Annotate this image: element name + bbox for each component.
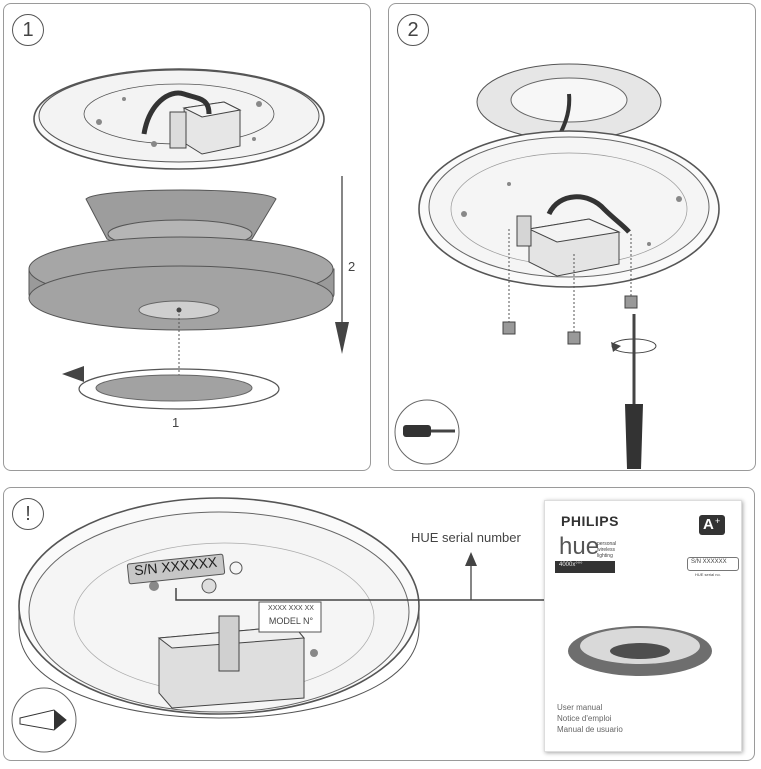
screwdriver [611,314,657,469]
model-sticker-line2: MODEL N° [268,616,314,626]
step-2-panel: 2 [388,3,756,471]
step-number-badge: 2 [397,14,429,46]
model-strip [555,561,615,573]
note-badge: ! [12,498,44,530]
model-sticker-line1: XXXX XXX XX [268,605,314,612]
energy-class: A [703,516,714,533]
step-1-illustration [28,68,349,410]
power-cable [141,90,212,135]
pencil-inset [11,687,77,753]
manual-line-1: User manual [557,703,603,712]
energy-label [699,515,725,535]
junction-box [169,101,242,155]
screws [508,229,632,334]
luminaire-body [28,189,335,331]
manual-line-3: Manual de usuario [557,725,623,734]
step-number-badge: 1 [12,14,44,46]
base-ring-large [18,497,420,719]
rotate-step-label: 1 [172,415,180,430]
junction-box [516,215,621,277]
model-strip-text: 4000x°°° [559,562,583,568]
product-name: hue [559,533,600,560]
manual-line-2: Notice d'emploi [557,714,612,723]
user-manual-cover: PHILIPS hue personal wireless lighting 4… [544,500,742,752]
energy-class-sup: + [715,516,721,526]
serial-box-caption: HUE serial no. [695,572,721,577]
screwdriver-inset [394,399,460,465]
down-arrow [335,176,349,354]
brand-logo-text: PHILIPS [561,513,619,529]
model-sticker [258,601,322,633]
serial-box [687,557,739,571]
note-panel: ! HUE serial number S/N XXXXXX XXXX XXX … [3,487,755,761]
product-subtitle: personal wireless lighting [597,541,617,559]
step-2-illustration [394,63,720,469]
drop-step-label: 2 [348,259,356,274]
sn-sticker [126,553,226,585]
serial-number-label: HUE serial number [411,530,521,545]
lamp-photo [568,626,712,676]
serial-box-text: S/N XXXXXX [691,559,727,565]
rotate-arrow [62,366,280,410]
base-ring [418,130,720,288]
step-1-panel: 1 [3,3,371,471]
